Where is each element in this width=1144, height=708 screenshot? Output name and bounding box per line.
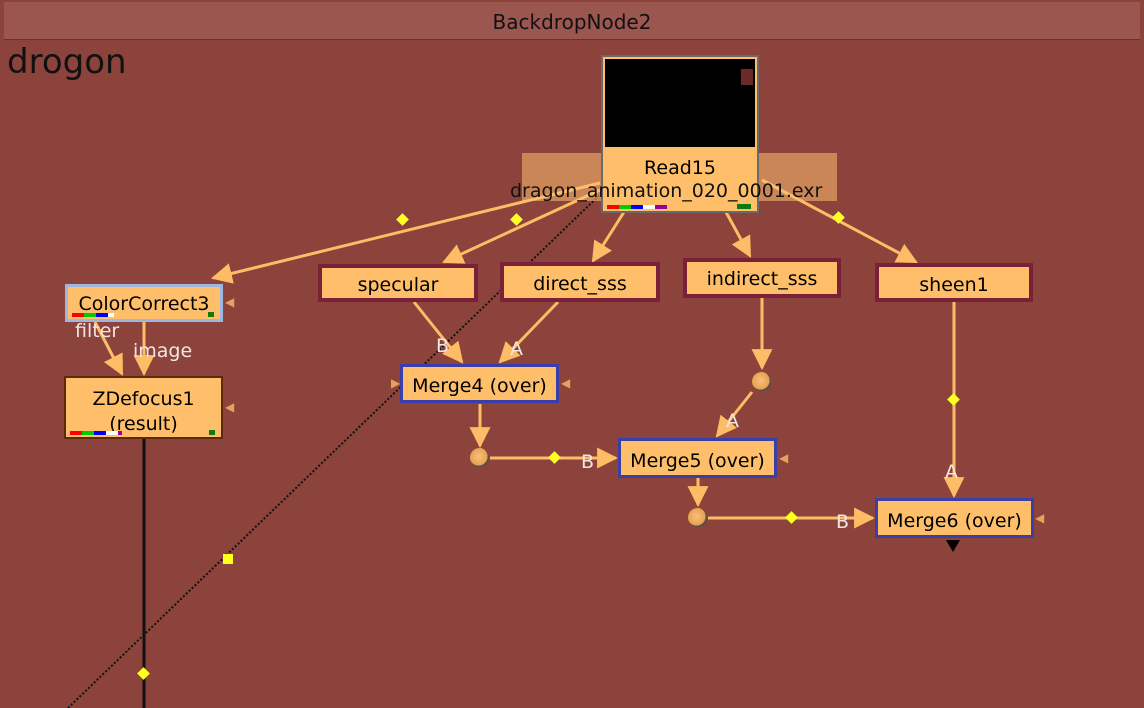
merge5-input-b-label: B <box>581 451 595 473</box>
direct-sss-node[interactable]: direct_sss <box>500 262 660 302</box>
dot-node-icon[interactable] <box>688 508 707 527</box>
merge5-name: Merge5 (over) <box>630 450 765 472</box>
read-node[interactable]: Read15 <box>601 55 759 213</box>
read-status-corner <box>737 204 751 209</box>
colorcorrect-status-corner <box>208 312 214 317</box>
zdefocus-channel-strip <box>70 431 122 435</box>
merge6-output-arrow-icon[interactable] <box>946 540 960 552</box>
backdrop-title: BackdropNode2 <box>492 10 652 34</box>
sheen-node[interactable]: sheen1 <box>875 263 1033 302</box>
merge4-input-a-label: A <box>510 338 523 360</box>
merge5-node[interactable]: Merge5 (over) <box>618 438 777 478</box>
edge-read-direct-sss <box>591 211 626 263</box>
merge4-node[interactable]: Merge4 (over) <box>400 364 559 403</box>
zdefocus-mask-handle-icon[interactable]: ◀ <box>225 400 235 414</box>
read-node-file: dragon_animation_020_0001.exr <box>510 180 823 202</box>
sheen-name: sheen1 <box>919 274 989 296</box>
thumbnail-dragon-detail <box>741 69 753 85</box>
backdrop-label: drogon <box>7 42 127 82</box>
edge-dot-merge5-a <box>715 391 754 438</box>
read-node-name: Read15 <box>644 157 716 179</box>
specular-name: specular <box>357 274 439 296</box>
colorcorrect-name: ColorCorrect3 <box>78 293 210 315</box>
input-label-image: image <box>133 340 193 362</box>
colorcorrect-mask-handle-icon[interactable]: ◀ <box>225 295 235 309</box>
viewer-link-line <box>67 184 611 708</box>
edge-read-specular <box>442 188 601 264</box>
zdefocus-name: ZDefocus1 <box>92 388 195 410</box>
merge6-mask-handle-icon[interactable]: ◀ <box>1035 511 1045 525</box>
read-thumbnail <box>605 59 755 147</box>
merge5-input-a-label: A <box>726 410 739 432</box>
dot-node-icon[interactable] <box>470 448 489 467</box>
zdefocus-subtitle: (result) <box>109 413 178 435</box>
colorcorrect-channel-strip <box>72 313 114 317</box>
indirect-sss-node[interactable]: indirect_sss <box>683 258 841 298</box>
merge6-name: Merge6 (over) <box>887 510 1022 532</box>
merge6-node[interactable]: Merge6 (over) <box>875 498 1034 538</box>
input-label-filter: filter <box>75 320 120 342</box>
merge4-mask-handle-icon[interactable]: ◀ <box>561 376 571 390</box>
zdefocus-node[interactable]: ZDefocus1 (result) <box>64 376 223 439</box>
merge6-input-a-label: A <box>945 461 958 483</box>
zdefocus-status-corner <box>209 430 215 435</box>
merge4-input-arrow-icon[interactable]: ▶ <box>391 376 401 390</box>
edge-cc-zdefocus-filter <box>93 321 124 376</box>
viewer-link-handle[interactable] <box>223 554 233 564</box>
read-channel-strip <box>607 205 667 209</box>
merge6-input-b-label: B <box>836 511 850 533</box>
merge5-mask-handle-icon[interactable]: ◀ <box>779 451 789 465</box>
dot-node-icon[interactable] <box>752 372 771 391</box>
edge-directsss-merge4 <box>498 300 560 364</box>
direct-sss-name: direct_sss <box>533 273 627 295</box>
edge-read-indirect-sss <box>724 211 752 258</box>
backdrop-header[interactable]: BackdropNode2 <box>4 2 1140 40</box>
merge4-input-b-label: B <box>436 335 450 357</box>
edge-specular-merge4 <box>412 301 464 364</box>
merge4-name: Merge4 (over) <box>412 375 547 397</box>
colorcorrect-node[interactable]: ColorCorrect3 <box>65 284 223 322</box>
indirect-sss-name: indirect_sss <box>706 268 818 290</box>
specular-node[interactable]: specular <box>318 264 478 302</box>
